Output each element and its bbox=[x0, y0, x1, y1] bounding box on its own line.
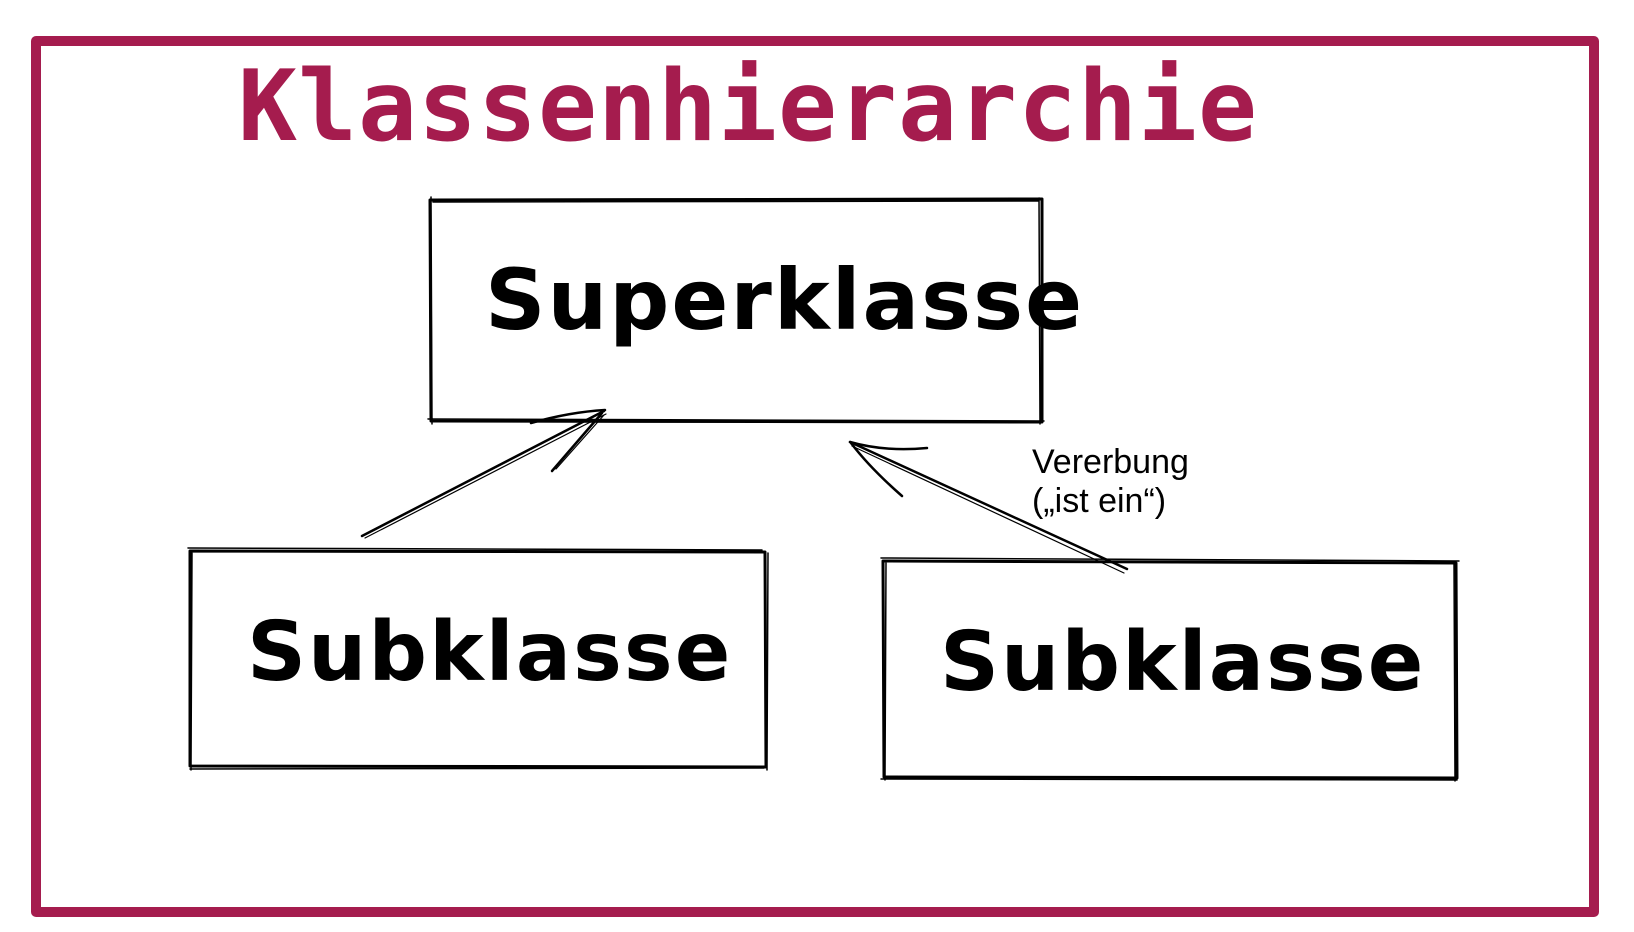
subclass-left-label: Subklasse bbox=[247, 605, 733, 700]
subclass-right-box bbox=[880, 557, 1460, 782]
slide-title: Klassenhierarchie bbox=[238, 50, 1259, 164]
slide-frame bbox=[31, 36, 1599, 917]
inheritance-annotation: Vererbung („ist ein“) bbox=[1032, 443, 1189, 521]
inheritance-arrow-left bbox=[360, 408, 607, 539]
superclass-box bbox=[427, 196, 1045, 425]
superclass-label: Superklasse bbox=[485, 251, 1085, 349]
annotation-line-2: („ist ein“) bbox=[1032, 482, 1167, 520]
subclass-left-box bbox=[187, 547, 769, 771]
inheritance-arrow-right bbox=[848, 440, 1129, 574]
annotation-line-1: Vererbung bbox=[1032, 443, 1189, 481]
subclass-right-label: Subklasse bbox=[940, 615, 1426, 710]
